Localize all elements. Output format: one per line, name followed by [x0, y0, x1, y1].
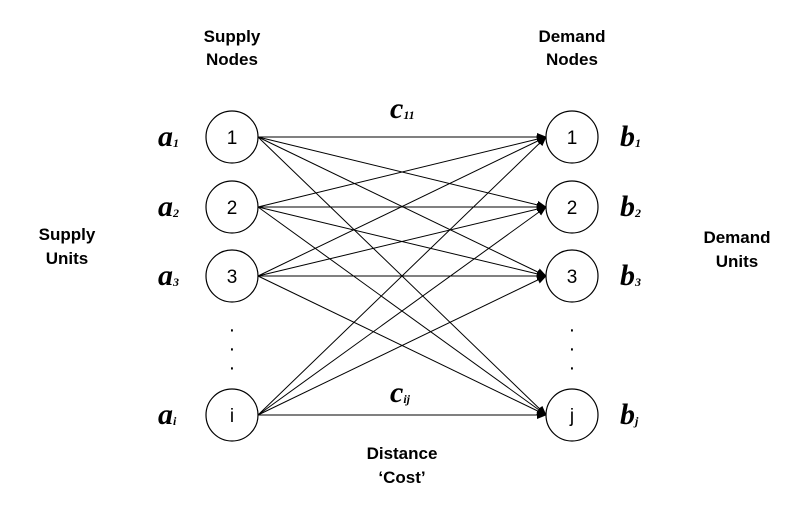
- cost-label-cij-sub: ij: [403, 392, 410, 406]
- demand-units-label-line2: Units: [716, 252, 759, 271]
- demand-ellipsis-dot-1: ·: [569, 319, 576, 341]
- demand-node-j: j: [545, 388, 599, 442]
- supply-var-ai-main: a: [158, 398, 173, 431]
- supply-var-ai-sub: i: [173, 414, 177, 428]
- supply-node-2: 2: [205, 180, 259, 234]
- supply-var-a2-sub: 2: [172, 206, 179, 220]
- demand-node-3-label: 3: [567, 267, 578, 288]
- demand-node-3-circle: [545, 249, 599, 303]
- supply-ellipsis-dot-2: ·: [229, 338, 236, 360]
- supply-node-2-label: 2: [227, 198, 238, 219]
- edge-2-to-1: [257, 135, 547, 208]
- demand-node-j-label: j: [569, 406, 574, 427]
- supply-node-i: i: [205, 388, 259, 442]
- demand-ellipsis-dot-2: ·: [569, 338, 576, 360]
- supply-var-a3-main: a: [158, 259, 173, 292]
- supply-var-a1-sub: 1: [173, 136, 179, 150]
- supply-units-label-line1: Supply: [39, 225, 96, 244]
- edge-i-to-2: [257, 206, 547, 416]
- demand-var-b1: b1: [620, 120, 641, 153]
- demand-node-j-circle: [545, 388, 599, 442]
- distance-cost-label-line1: Distance: [367, 444, 438, 463]
- edge-group: [257, 133, 547, 419]
- supply-units-label-line2: Units: [46, 249, 89, 268]
- demand-var-b1-main: b: [620, 120, 635, 153]
- demand-ellipsis-dot-3: ·: [569, 357, 576, 379]
- supply-nodes-header-line1: Supply: [204, 27, 261, 46]
- supply-var-a3: a3: [158, 259, 179, 292]
- supply-var-a1: a1: [158, 120, 179, 153]
- demand-node-2-label: 2: [567, 198, 578, 219]
- demand-var-b3: b3: [620, 259, 641, 292]
- demand-var-bj-sub: j: [633, 414, 639, 428]
- supply-node-i-circle: [205, 388, 259, 442]
- distance-cost-label-line2: ‘Cost’: [378, 468, 425, 487]
- supply-ellipsis-dot-3: ·: [229, 357, 236, 379]
- supply-ellipsis: · · ·: [229, 319, 236, 379]
- demand-var-bj-main: b: [620, 398, 635, 431]
- supply-var-a2-main: a: [158, 190, 173, 223]
- demand-node-3: 3: [545, 249, 599, 303]
- supply-ellipsis-dot-1: ·: [229, 319, 236, 341]
- edge-i-to-3: [257, 275, 547, 416]
- demand-var-b1-sub: 1: [635, 136, 641, 150]
- supply-var-ai: ai: [158, 398, 177, 431]
- supply-nodes-header-line2: Nodes: [206, 50, 258, 69]
- cost-label-cij-main: c: [390, 376, 403, 409]
- demand-ellipsis: · · ·: [569, 319, 576, 379]
- demand-nodes-header-line2: Nodes: [546, 50, 598, 69]
- demand-var-b3-sub: 3: [634, 275, 641, 289]
- supply-node-2-circle: [205, 180, 259, 234]
- demand-node-1-circle: [545, 110, 599, 164]
- demand-nodes-header-line1: Demand: [538, 27, 605, 46]
- supply-node-3-circle: [205, 249, 259, 303]
- cost-label-c11-main: c: [390, 92, 403, 125]
- supply-node-1: 1: [205, 110, 259, 164]
- demand-var-b2-main: b: [620, 190, 635, 223]
- edge-i-to-1: [257, 136, 547, 416]
- supply-var-a3-sub: 3: [172, 275, 179, 289]
- edge-3-to-2: [257, 205, 547, 277]
- demand-var-b3-main: b: [620, 259, 635, 292]
- cost-label-c11: c11: [390, 92, 415, 125]
- cost-label-cij: cij: [390, 376, 411, 409]
- demand-var-b2: b2: [620, 190, 641, 223]
- demand-var-b2-sub: 2: [634, 206, 641, 220]
- supply-node-3-label: 3: [227, 267, 238, 288]
- supply-node-i-label: i: [230, 406, 234, 427]
- supply-node-3: 3: [205, 249, 259, 303]
- demand-var-bj: bj: [620, 398, 639, 431]
- supply-node-1-label: 1: [227, 128, 238, 149]
- cost-label-c11-sub: 11: [403, 108, 414, 122]
- edge-3-to-1: [257, 136, 547, 277]
- demand-node-2-circle: [545, 180, 599, 234]
- demand-units-label-line1: Demand: [703, 228, 770, 247]
- supply-node-1-circle: [205, 110, 259, 164]
- demand-node-1: 1: [545, 110, 599, 164]
- supply-var-a1-main: a: [158, 120, 173, 153]
- demand-node-2: 2: [545, 180, 599, 234]
- supply-var-a2: a2: [158, 190, 179, 223]
- demand-node-1-label: 1: [567, 128, 578, 149]
